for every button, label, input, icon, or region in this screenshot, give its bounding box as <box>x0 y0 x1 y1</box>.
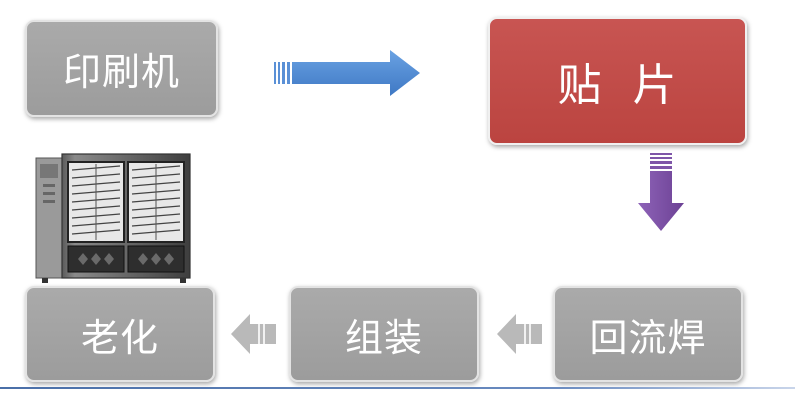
left-arrow-icon <box>231 314 276 354</box>
step-place-label: 贴 片 <box>557 60 678 111</box>
step-assemble-label: 组装 <box>344 315 423 360</box>
left-arrow-icon <box>497 314 542 354</box>
step-aging-label: 老化 <box>80 315 159 360</box>
step-assemble-box: 组装 <box>289 286 479 382</box>
aging-oven-machine-image <box>35 153 191 283</box>
step-reflow-label: 回流焊 <box>589 315 707 360</box>
step-print-box: 印刷机 <box>25 20 218 117</box>
right-arrow-icon <box>274 50 420 96</box>
step-aging-box: 老化 <box>25 286 215 382</box>
baseline-divider <box>0 387 795 389</box>
step-reflow-box: 回流焊 <box>553 286 743 382</box>
down-arrow-icon <box>638 153 684 231</box>
step-print-label: 印刷机 <box>62 50 180 94</box>
step-place-box: 贴 片 <box>488 17 747 145</box>
